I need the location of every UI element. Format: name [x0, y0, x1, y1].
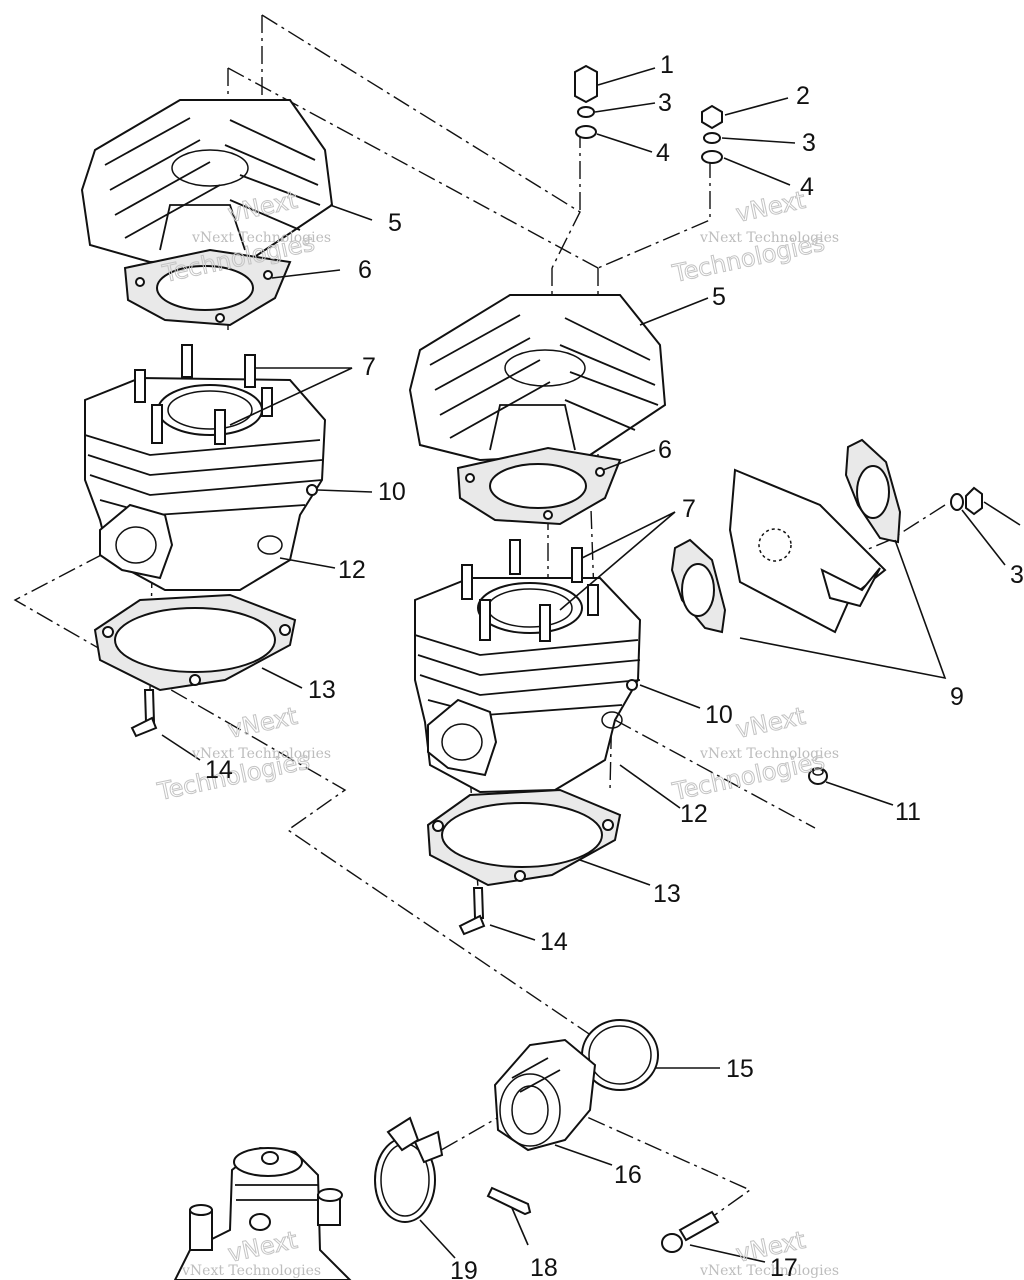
callout-13: 13	[653, 880, 681, 908]
base-gasket-right	[426, 788, 622, 887]
callout-5: 5	[712, 283, 726, 311]
callout-17: 17	[770, 1254, 798, 1280]
callout-5: 5	[388, 209, 402, 237]
carburetor	[173, 1146, 352, 1280]
callout-10: 10	[378, 478, 406, 506]
callout-2: 2	[796, 82, 810, 110]
leader-lines	[161, 67, 1021, 1263]
callout-4: 4	[800, 173, 814, 201]
callout-3: 3	[658, 89, 672, 117]
cylinder-head-right	[408, 294, 667, 462]
intake-gasket-left	[670, 538, 727, 634]
callout-19: 19	[450, 1257, 478, 1280]
head-gasket-right	[456, 446, 622, 526]
watermark-text: vNext	[733, 702, 807, 744]
callout-6: 6	[358, 256, 372, 284]
callout-7: 7	[682, 495, 696, 523]
callout-4: 4	[656, 139, 670, 167]
intake-plate	[728, 468, 887, 634]
hardware-nut-washers-center	[574, 64, 598, 139]
watermark-text: vNext Technologies	[699, 746, 839, 762]
watermark-text: vNext	[733, 186, 807, 228]
fitting-left	[130, 689, 158, 738]
callout-1: 1	[660, 51, 674, 79]
clamp-19	[374, 1116, 444, 1223]
screw-18	[486, 1186, 532, 1216]
watermark-text: vNext Technologies	[699, 1263, 839, 1279]
head-gasket-left	[123, 248, 292, 327]
cylinder-right	[414, 539, 642, 794]
ring-15	[581, 1019, 659, 1091]
hardware-nut-washers-intake	[950, 486, 983, 516]
hardware-nut-washers-right	[701, 104, 723, 164]
callout-12: 12	[680, 800, 708, 828]
callout-13: 13	[308, 676, 336, 704]
callout-15: 15	[726, 1055, 754, 1083]
callout-11: 11	[895, 798, 921, 826]
cylinder-left	[84, 344, 327, 591]
callout-10: 10	[705, 701, 733, 729]
watermark-text: vNext Technologies	[191, 230, 331, 246]
base-gasket-left	[93, 593, 297, 692]
callout-12: 12	[338, 556, 366, 584]
callout-7: 7	[362, 353, 376, 381]
callout-14: 14	[540, 928, 568, 956]
callout-16: 16	[614, 1161, 642, 1189]
callout-6: 6	[658, 436, 672, 464]
fitting-right	[458, 887, 486, 936]
callout-14: 14	[205, 756, 233, 784]
callout-3: 3	[802, 129, 816, 157]
watermark-text: vNext	[225, 702, 299, 744]
callout-18: 18	[530, 1254, 558, 1280]
bolt-17	[661, 1210, 720, 1253]
cylinder-head-left	[80, 99, 334, 264]
callout-3: 3	[1010, 561, 1024, 589]
watermark-text: vNext Technologies	[191, 746, 331, 762]
intake-gasket-right	[844, 438, 902, 544]
watermark-text: vNext Technologies	[181, 1263, 321, 1279]
watermark-text: vNext Technologies	[699, 230, 839, 246]
plug-11	[808, 767, 828, 785]
callout-labels: 1 2 3 3 3 4 4 5 5 6 6 7 7 9 10 10 11 12 …	[205, 51, 1024, 1280]
intake-boot-16	[493, 1038, 597, 1152]
callout-9: 9	[950, 683, 964, 711]
